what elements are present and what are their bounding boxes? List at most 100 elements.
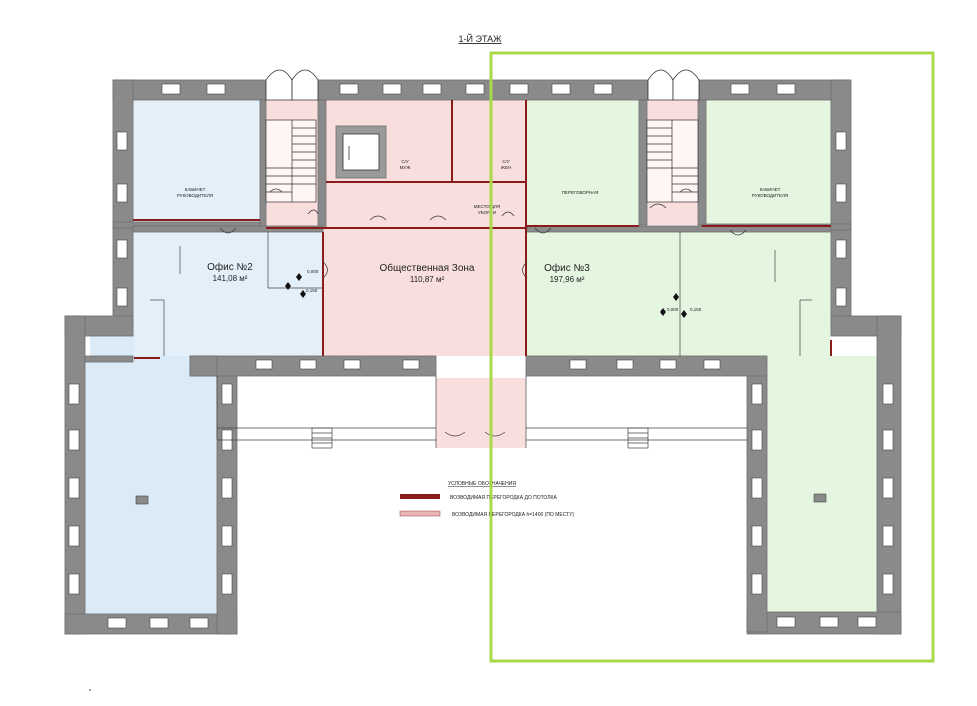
legend-item-full: ВОЗВОДИМАЯ ПЕРЕГОРОДКА ДО ПОТОЛКА [450,495,557,501]
door-swing [429,215,447,221]
office2-upper-fill [133,226,323,356]
door-swing [322,261,328,279]
window [730,83,750,95]
window [422,83,442,95]
wall-court-left-corner [189,355,218,377]
window [751,383,763,405]
window [116,131,128,151]
office2-area: 141,08 м² [213,274,248,283]
wall-int-4 [697,99,707,226]
windows [68,83,894,629]
window [161,83,181,95]
entrance-door-arc [444,431,466,437]
window [819,616,839,628]
wall-court-right [525,355,768,377]
partitions [133,100,832,359]
legend-item-half: ВОЗВОДИМАЯ ПЕРЕГОРОДКА h=1400 (ПО МЕСТУ) [452,512,574,518]
door-swing [649,203,667,209]
window [616,359,634,370]
window [882,477,894,499]
door-top-right-b [672,69,700,101]
column [813,493,827,503]
wall-top-right [698,79,851,101]
window [206,83,226,95]
level-marker-icon [660,308,666,316]
stair-box [646,119,699,203]
window [116,183,128,203]
door-swing [369,215,387,221]
office3-name: Офис №3 [544,262,590,274]
window [68,573,80,595]
top-doors [265,69,700,101]
window [68,383,80,405]
door-swing [501,211,515,217]
window [221,383,233,405]
level-label: 0,150 [306,288,318,293]
door-swing [679,188,693,193]
wc-men-label-1: С/У [401,159,409,164]
window [835,183,847,203]
level-marker-icon [300,290,306,298]
corner-dot [89,689,91,691]
level-marker-icon [681,310,687,318]
office2-name: Офис №2 [207,261,253,273]
window [551,83,571,95]
window [68,477,80,499]
legend-heading: УСЛОВНЫЕ ОБОЗНАЧЕНИЯ [448,481,516,487]
entrance-door-arc [484,431,506,437]
window [465,83,485,95]
window [882,525,894,547]
window [402,359,420,370]
office2-wing-fill [85,356,217,614]
window [189,617,209,629]
window [835,239,847,259]
window [68,429,80,451]
elevator-cabin [342,133,380,171]
window [299,359,317,370]
office3-upper-fill [527,230,831,356]
door-top-right-a [647,69,674,101]
window [751,429,763,451]
window [255,359,273,370]
window [68,525,80,547]
public-zone-name: Общественная Зона [379,262,474,274]
window [107,617,127,629]
level-label: 0,000 [667,307,679,312]
door-swing [269,188,283,193]
head-office-right-fill [702,100,831,224]
public-zone-fill [323,228,527,356]
public-zone-area: 110,87 м² [410,275,445,284]
door-swing [522,261,528,279]
wall-int-3 [638,99,648,226]
wall-int-2 [317,99,327,229]
cleaning-label-1: МЕСТО ДЛЯ [474,204,500,209]
level-markers [285,273,687,318]
head-office-right-label-2: РУКОВОДИТЕЛЯ [752,193,788,198]
wall-top-left [112,79,267,101]
office3-highlight-frame [489,51,935,663]
level-label: 0,000 [307,269,319,274]
legend-swatch-full [400,494,440,499]
window [835,131,847,151]
window [382,83,402,95]
window [751,477,763,499]
window [835,287,847,307]
window [776,616,796,628]
window [221,573,233,595]
head-office-left-label-1: КАБИНЕТ [185,187,206,192]
meeting-room-label: ПЕРЕГОВОРНАЯ [562,190,599,195]
window [751,573,763,595]
staircase-right [646,119,699,203]
window [882,429,894,451]
level-marker-icon [296,273,302,281]
window [751,525,763,547]
door-swing [219,227,237,234]
legend: УСЛОВНЫЕ ОБОЗНАЧЕНИЯ ВОЗВОДИМАЯ ПЕРЕГОРО… [399,481,574,518]
head-office-left-fill [133,100,260,222]
level-marker-icon [673,293,679,301]
window [593,83,613,95]
elevator [342,133,380,171]
staircase-left [265,119,317,203]
door-swing [534,227,552,234]
head-office-left-label-2: РУКОВОДИТЕЛЯ [177,193,213,198]
